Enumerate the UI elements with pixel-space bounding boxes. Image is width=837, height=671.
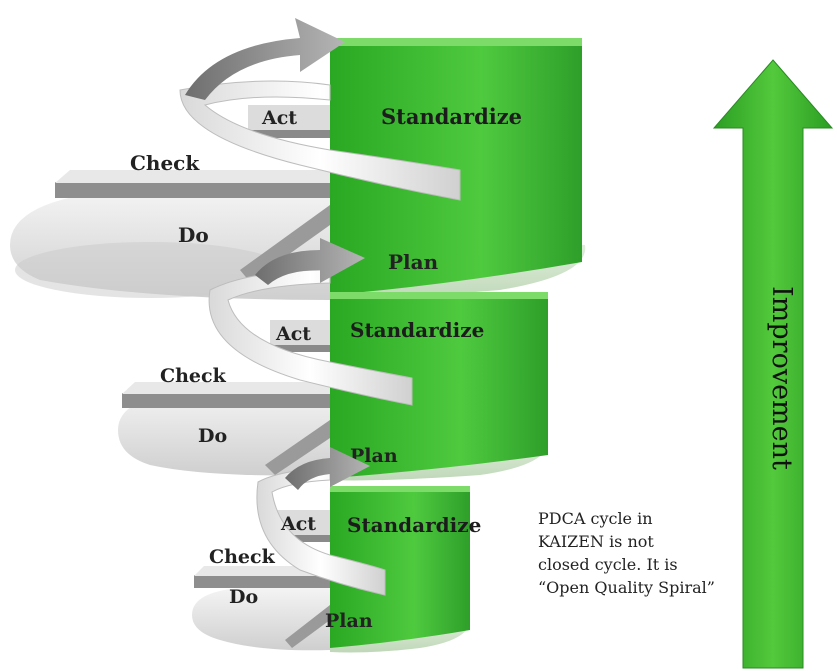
tier-top-standardize-label: Standardize — [381, 104, 522, 129]
tier-top-standardize-block — [330, 38, 582, 295]
improvement-arrow: Improvement — [712, 59, 834, 669]
tier-bottom-check-shelf — [194, 575, 330, 588]
tier-top-check-shelf — [55, 182, 330, 198]
tier-top-act-shelf — [248, 105, 330, 130]
tier-middle-act-label: Act — [275, 323, 311, 345]
note-line-3: closed cycle. It is — [538, 555, 678, 574]
tier-middle-act-shelf — [270, 320, 330, 345]
tier-top-do-divider — [240, 205, 330, 282]
tier-middle-standardize-top — [330, 292, 548, 299]
tier-middle-disk — [118, 390, 330, 476]
note-line-1: PDCA cycle in — [538, 509, 653, 528]
tier-middle: Act Standardize Check Do Plan — [118, 238, 549, 481]
tier-top-plan-label: Plan — [388, 250, 439, 274]
note-line-4: “Open Quality Spiral” — [538, 578, 715, 597]
tier-bottom-do-divider — [285, 605, 330, 648]
tier-top-do-label: Do — [178, 223, 209, 247]
tier-top: Act Standardize Check Do Plan — [10, 18, 586, 300]
tier-middle-check-label: Check — [160, 365, 227, 387]
note-line-2: KAIZEN is not — [538, 532, 654, 551]
tier-bottom-do-label: Do — [229, 586, 258, 608]
tier-top-ribbon — [179, 80, 461, 201]
tier-bottom-act-label: Act — [280, 513, 316, 535]
tier-bottom-standardize-label: Standardize — [347, 513, 481, 537]
tier-middle-do-label: Do — [198, 425, 227, 447]
tier-bottom-check-top — [194, 566, 330, 576]
tier-top-standardize-top — [330, 38, 582, 46]
tier-bottom-standardize-block — [330, 486, 470, 648]
tier-bottom-gray-arrow — [285, 447, 370, 490]
tier-top-gray-arrow — [185, 18, 345, 100]
tier-top-check-label: Check — [130, 151, 200, 175]
tier-middle-standardize-block — [330, 292, 548, 478]
tier-bottom-plan-label: Plan — [325, 610, 373, 632]
tier-middle-check-shelf — [122, 393, 330, 408]
tier-top-act-label: Act — [261, 107, 297, 129]
tier-top-disk-shadow — [15, 242, 285, 298]
tier-bottom-act-shelf — [275, 510, 330, 535]
tier-bottom-disk — [192, 588, 330, 651]
tier-middle-gray-arrow — [255, 238, 365, 285]
tier-middle-standardize-label: Standardize — [350, 318, 484, 342]
tier-middle-do-divider — [265, 420, 330, 475]
spiral-note: PDCA cycle in KAIZEN is not closed cycle… — [538, 509, 715, 597]
tier-top-check-top — [55, 170, 330, 183]
improvement-label: Improvement — [766, 286, 797, 470]
tier-bottom: Act Standardize Check Do Plan — [192, 447, 481, 653]
tier-middle-plan-label: Plan — [350, 445, 398, 467]
tier-bottom-standardize-top — [330, 486, 470, 492]
tier-middle-check-top — [122, 382, 330, 394]
improvement-arrow-shape — [712, 59, 834, 669]
tier-bottom-check-label: Check — [209, 546, 276, 568]
